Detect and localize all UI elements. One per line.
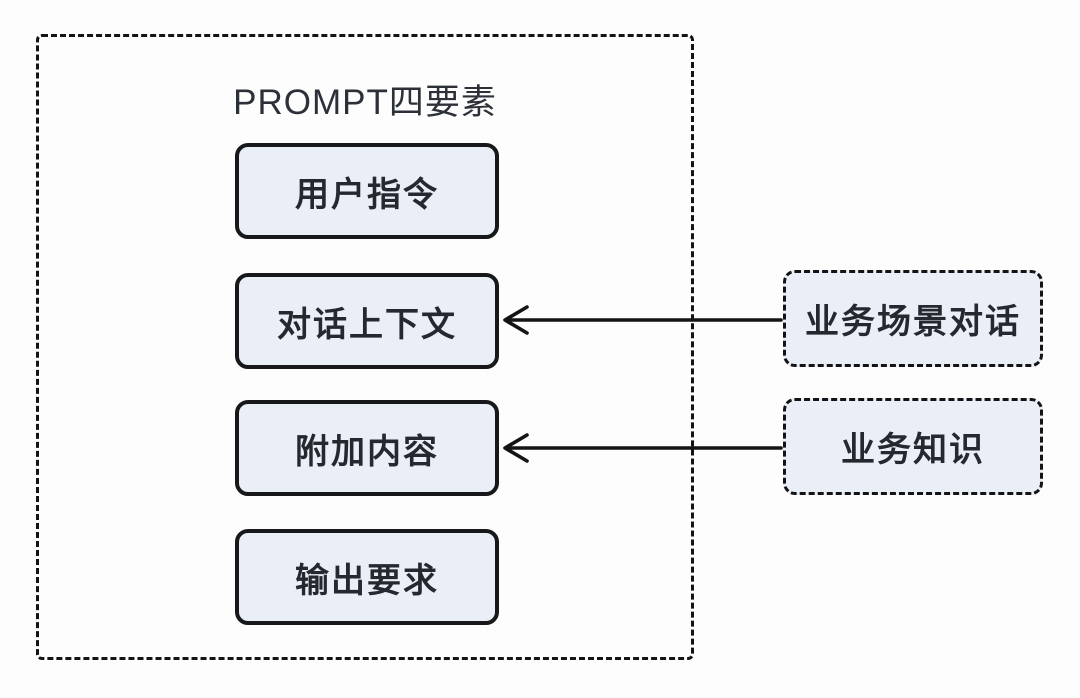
node-label: 用户指令 [295, 175, 439, 214]
node-business-knowledge: 业务知识 [783, 398, 1043, 495]
node-business-scene-dialog: 业务场景对话 [783, 270, 1043, 367]
node-label: 输出要求 [295, 561, 439, 600]
prompt-elements-container [36, 34, 694, 660]
node-output-requirement: 输出要求 [235, 529, 499, 625]
node-label: 对话上下文 [277, 305, 457, 344]
node-label: 业务场景对话 [805, 303, 1021, 341]
node-label: 附加内容 [295, 432, 439, 471]
node-additional-content: 附加内容 [235, 400, 499, 496]
diagram-title: PROMPT四要素 [233, 83, 497, 122]
node-label: 业务知识 [841, 431, 985, 469]
node-dialog-context: 对话上下文 [235, 273, 499, 369]
node-user-instruction: 用户指令 [235, 143, 499, 239]
